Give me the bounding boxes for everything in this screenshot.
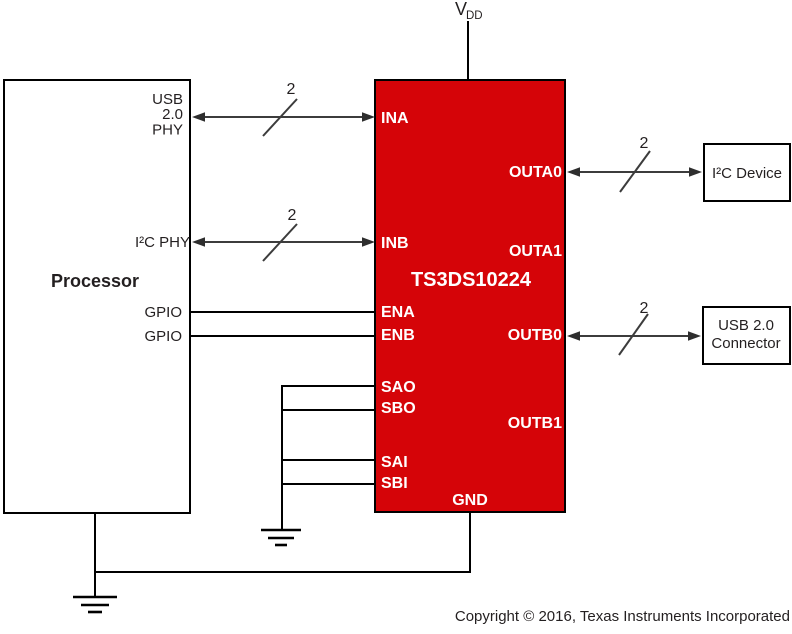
ground-symbol-main bbox=[73, 595, 117, 614]
pin-inb: INB bbox=[381, 235, 409, 252]
outb0-bus-slash-icon bbox=[618, 313, 649, 356]
chip-part-number: TS3DS10224 bbox=[411, 269, 532, 291]
arrowhead-right-icon bbox=[689, 167, 702, 177]
outa0-bus-width-label: 2 bbox=[640, 135, 649, 152]
outb0-bus-width-label: 2 bbox=[640, 300, 649, 317]
processor-title: Processor bbox=[51, 271, 139, 291]
outa0-bus-slash-icon bbox=[619, 150, 651, 193]
arrowhead-left-icon bbox=[567, 331, 580, 341]
ts3ds10224-chip-box bbox=[374, 79, 566, 513]
arrowhead-right-icon bbox=[688, 331, 701, 341]
gpio-b-label: GPIO bbox=[144, 328, 182, 345]
arrowhead-left-icon bbox=[192, 112, 205, 122]
copyright-text: Copyright © 2016, Texas Instruments Inco… bbox=[455, 608, 790, 625]
pin-sao: SAO bbox=[381, 379, 416, 396]
arrowhead-left-icon bbox=[192, 237, 205, 247]
pin-outa1: OUTA1 bbox=[509, 243, 562, 260]
ina-bus-width-label: 2 bbox=[287, 81, 296, 98]
gpio-a-label: GPIO bbox=[144, 304, 182, 321]
pin-sbo: SBO bbox=[381, 400, 416, 417]
pin-outb0: OUTB0 bbox=[508, 327, 562, 344]
processor-box bbox=[3, 79, 191, 514]
inb-bus-arrow bbox=[192, 223, 375, 262]
i2c-device-box bbox=[703, 143, 791, 202]
usb-phy-label-line2: 2.0 bbox=[162, 106, 183, 123]
pin-outb1: OUTB1 bbox=[508, 415, 562, 432]
arrowhead-right-icon bbox=[362, 112, 375, 122]
vdd-subscript: DD bbox=[466, 10, 483, 22]
pin-ena: ENA bbox=[381, 304, 415, 321]
outb0-bus-arrow bbox=[567, 313, 701, 356]
usb-connector-label-line2: Connector bbox=[711, 335, 780, 352]
arrowhead-left-icon bbox=[567, 167, 580, 177]
usb-connector-box bbox=[702, 306, 791, 365]
vdd-label: V bbox=[455, 0, 467, 19]
ina-bus-arrow bbox=[192, 98, 375, 137]
pin-gnd: GND bbox=[452, 492, 488, 509]
i2c-phy-label: I²C PHY bbox=[135, 234, 190, 251]
usb-phy-label-line3: PHY bbox=[152, 122, 183, 139]
pin-enb: ENB bbox=[381, 327, 415, 344]
pin-ina: INA bbox=[381, 110, 409, 127]
usb-connector-label-line1: USB 2.0 bbox=[718, 317, 774, 334]
i2c-device-label: I²C Device bbox=[712, 165, 782, 182]
pin-outa0: OUTA0 bbox=[509, 164, 562, 181]
pin-sai: SAI bbox=[381, 454, 408, 471]
ground-symbol-select-pins bbox=[261, 528, 301, 547]
ina-bus-slash-icon bbox=[262, 98, 298, 137]
inb-bus-slash-icon bbox=[262, 223, 298, 262]
inb-bus-width-label: 2 bbox=[288, 207, 297, 224]
pin-sbi: SBI bbox=[381, 475, 408, 492]
outa0-bus-arrow bbox=[567, 150, 702, 193]
usb-phy-label-line1: USB bbox=[152, 91, 183, 108]
arrowhead-right-icon bbox=[362, 237, 375, 247]
